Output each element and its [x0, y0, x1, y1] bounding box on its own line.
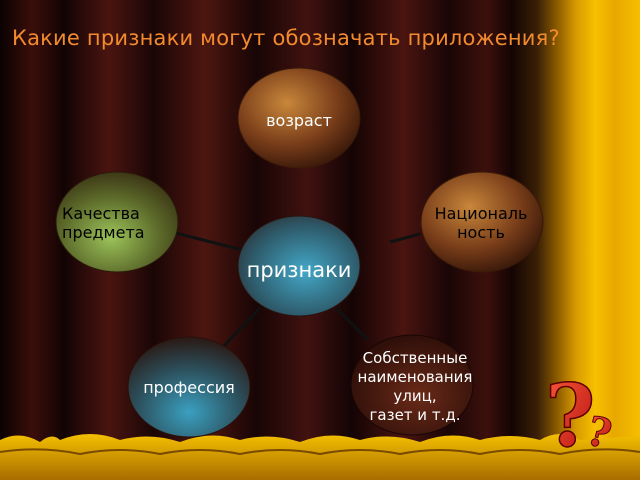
node-center-label: признаки	[246, 258, 352, 282]
connector-lines	[175, 231, 421, 350]
curtain-fringe	[0, 434, 640, 480]
slide-title: Какие признаки могут обозначать приложен…	[12, 26, 560, 50]
node-center	[237, 215, 361, 317]
node-nationality	[420, 171, 544, 273]
node-quality-label: Качества предмета	[62, 204, 145, 242]
node-quality	[55, 171, 179, 273]
node-profession-label: профессия	[143, 378, 235, 397]
svg-text:?: ?	[545, 366, 595, 467]
node-nationality-label: Националь ность	[434, 204, 528, 242]
node-age-label: возраст	[266, 111, 332, 130]
node-age	[237, 67, 361, 169]
node-profession	[127, 336, 251, 438]
node-proper-names-label: Собственные наименования улиц, газет и т…	[357, 349, 473, 424]
node-proper-names	[350, 334, 474, 436]
question-mark-icon: ? ?	[544, 365, 617, 468]
